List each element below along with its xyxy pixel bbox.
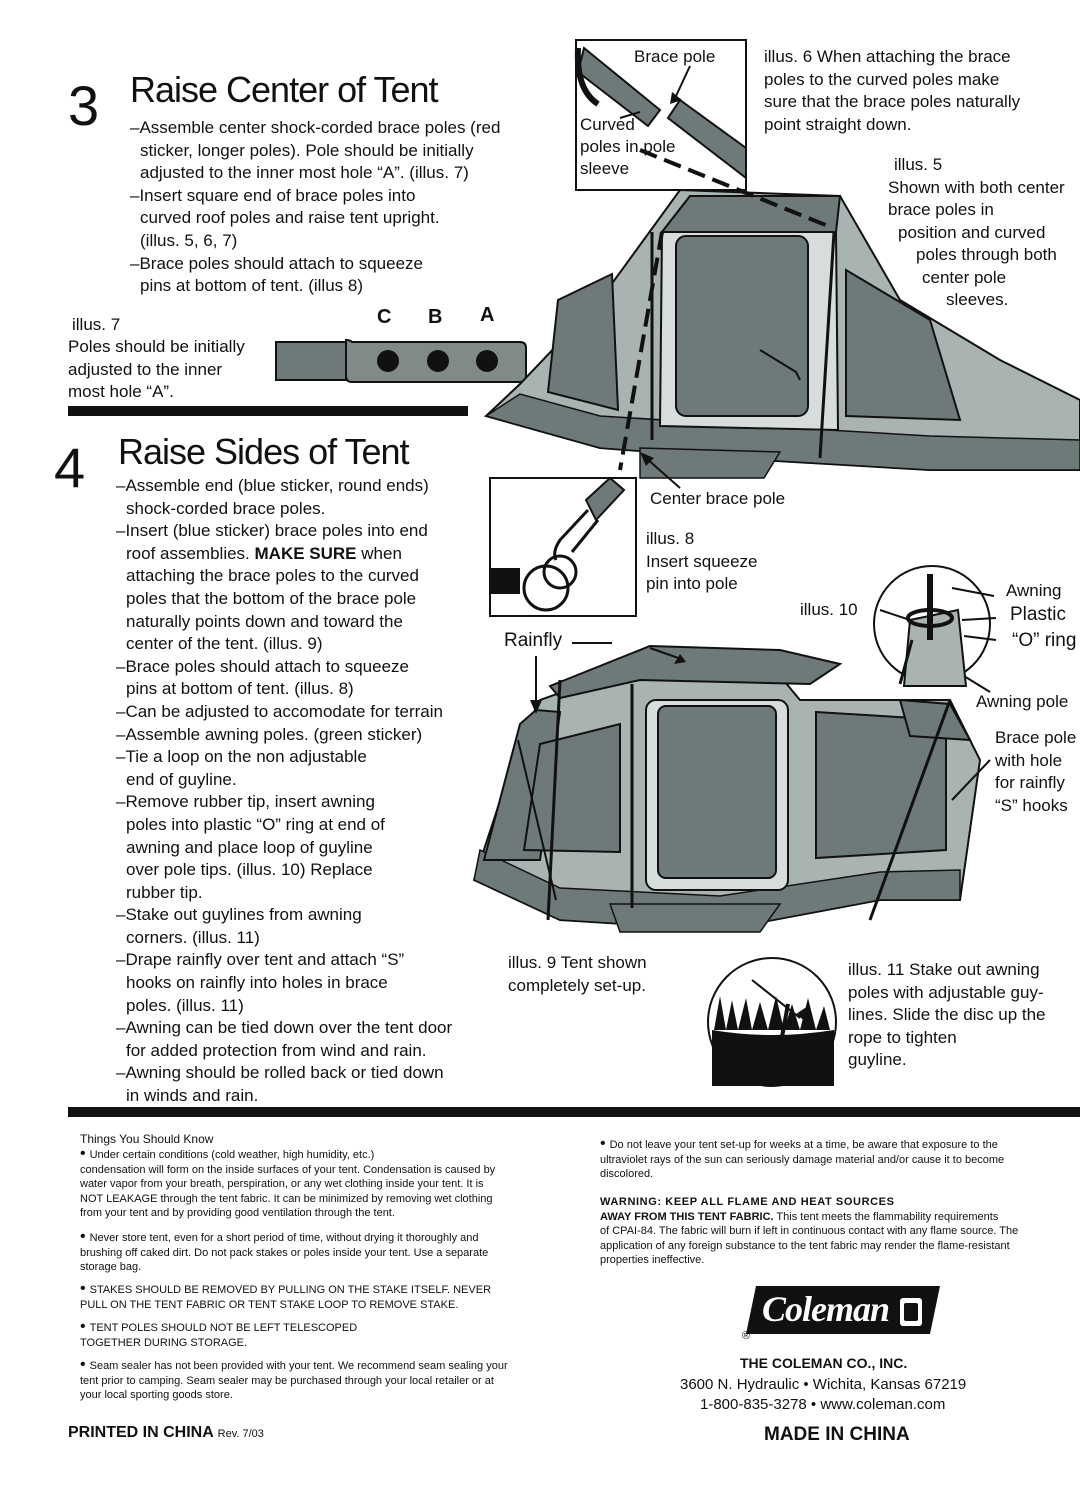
illus11-caption: illus. 11 Stake out awning poles with ad… [848, 960, 1046, 1069]
step3-number: 3 [68, 74, 100, 137]
illus7-caption: Poles should be initially adjusted to th… [68, 337, 245, 401]
awning-label: Awning [1006, 581, 1062, 600]
notes-heading: Things You Should Know [80, 1132, 214, 1146]
step4-instructions: –Assemble end (blue sticker, round ends)… [116, 476, 453, 1106]
illus6-brace-pole-label: Brace pole [634, 47, 716, 66]
company-name: THE COLEMAN CO., INC. [740, 1355, 908, 1371]
illus7-label: illus. 7 [72, 315, 121, 334]
note-stakes: STAKES SHOULD BE REMOVED BY PULLING ON T… [80, 1282, 491, 1312]
coleman-logo: Coleman [762, 1289, 890, 1329]
illus9-tent [472, 644, 982, 933]
illus7-pole-drawing [275, 338, 527, 383]
illus11-detail [707, 957, 837, 1087]
registered-mark: ® [742, 1330, 751, 1342]
made-in-label: MADE IN CHINA [764, 1424, 910, 1445]
center-brace-arrow [645, 457, 681, 489]
hole-b-label: B [428, 306, 443, 328]
illus6-detail [574, 39, 747, 191]
rainfly-label: Rainfly [504, 630, 563, 651]
illus10-label: illus. 10 [800, 600, 858, 619]
step-divider [68, 406, 468, 416]
step3-title: Raise Center of Tent [130, 69, 439, 110]
step4-number: 4 [54, 436, 86, 499]
note-uv: Do not leave your tent set-up for weeks … [600, 1137, 1004, 1182]
hole-c-label: C [377, 306, 392, 328]
illus6-caption: illus. 6 When attaching the brace poles … [764, 47, 1021, 134]
illus8-caption: illus. 8 Insert squeeze pin into pole [646, 529, 758, 593]
illus8-detail [489, 476, 637, 617]
awning-pole-label: Awning pole [976, 692, 1069, 711]
illus10-detail [873, 565, 997, 801]
company-contact: 1-800-835-3278 • www.coleman.com [700, 1396, 946, 1413]
center-brace-pole-label: Center brace pole [650, 489, 786, 508]
revision-label: Rev. 7/03 [217, 1428, 264, 1440]
illus5-caption: illus. 5 Shown with both center brace po… [888, 155, 1065, 309]
brace-pole-hole-label: Brace pole with hole for rainfly “S” hoo… [995, 728, 1077, 815]
note-sealer: Seam sealer has not been provided with y… [80, 1358, 508, 1403]
illus5-tent [484, 148, 1080, 479]
printed-in-label: PRINTED IN CHINA Rev. 7/03 [68, 1424, 264, 1441]
illus9-caption: illus. 9 Tent shown completely set-up. [508, 953, 647, 995]
step3-instructions: –Assemble center shock-corded brace pole… [130, 118, 501, 296]
coleman-logo-shape [746, 1286, 940, 1334]
note-storage: Never store tent, even for a short perio… [80, 1230, 488, 1275]
o-ring-label: “O” ring [1012, 630, 1077, 651]
hole-a-label: A [480, 304, 495, 326]
illus6-curved-label: Curved poles in pole sleeve [580, 115, 676, 178]
note-poles: TENT POLES SHOULD NOT BE LEFT TELESCOPED… [80, 1320, 357, 1350]
notes-divider [68, 1107, 1080, 1117]
step4-title: Raise Sides of Tent [118, 431, 410, 472]
note-warning: WARNING: KEEP ALL FLAME AND HEAT SOURCES… [600, 1196, 1019, 1266]
plastic-label: Plastic [1010, 604, 1066, 625]
company-address: 3600 N. Hydraulic • Wichita, Kansas 6721… [680, 1376, 967, 1393]
note-condensation: Under certain conditions (cold weather, … [80, 1147, 495, 1221]
